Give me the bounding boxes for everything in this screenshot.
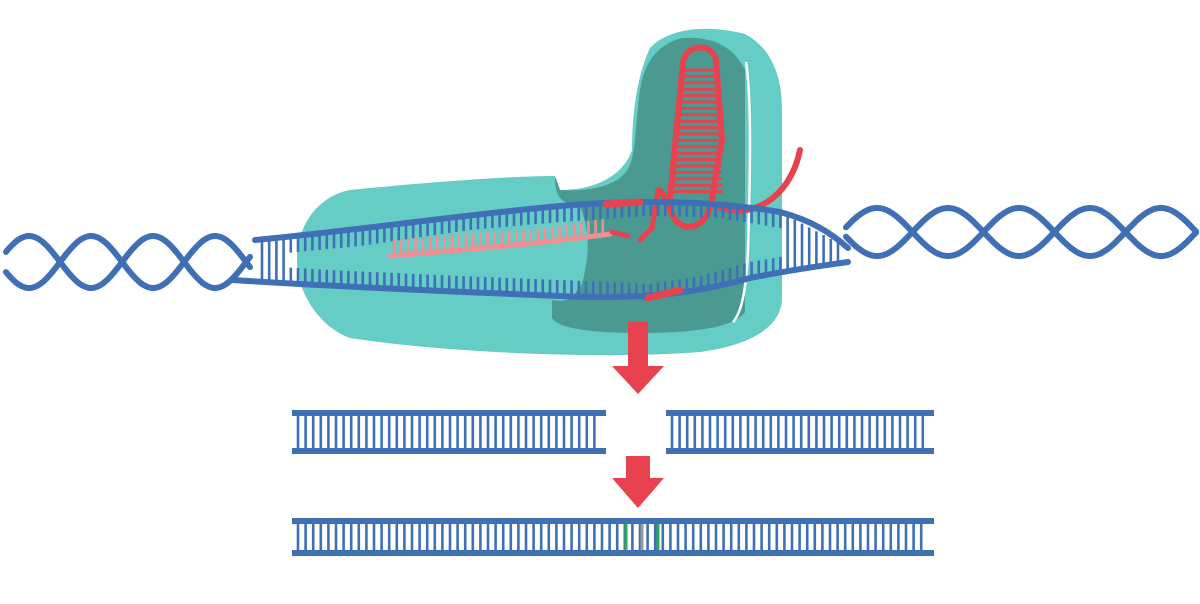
cas9-edge-highlight <box>732 61 752 323</box>
cut-site-top <box>602 198 644 208</box>
dna-helix-right <box>843 204 1199 260</box>
cas9-inner-lobe <box>552 37 745 334</box>
arrow-down-icon <box>612 322 664 394</box>
arrow-down-icon <box>612 456 664 508</box>
broken-dna-left <box>292 410 606 454</box>
dna-nontarget-strand <box>229 259 851 300</box>
repaired-dna <box>292 518 934 556</box>
dna-helix-left <box>3 233 253 291</box>
dna-backbone <box>843 204 1199 259</box>
dna-backbone <box>843 205 1199 260</box>
dna-backbone <box>3 233 253 291</box>
guide-rna-strand <box>387 231 613 259</box>
cas9-protein-complex <box>296 28 782 356</box>
pam-link <box>609 229 631 239</box>
guide-rna-tail <box>713 147 803 214</box>
unwound-dna-bubble <box>229 198 851 302</box>
broken-dna-right <box>666 410 934 454</box>
cut-site-bottom <box>644 286 684 302</box>
repair-insertion <box>624 524 660 550</box>
dna-backbone <box>3 233 253 291</box>
